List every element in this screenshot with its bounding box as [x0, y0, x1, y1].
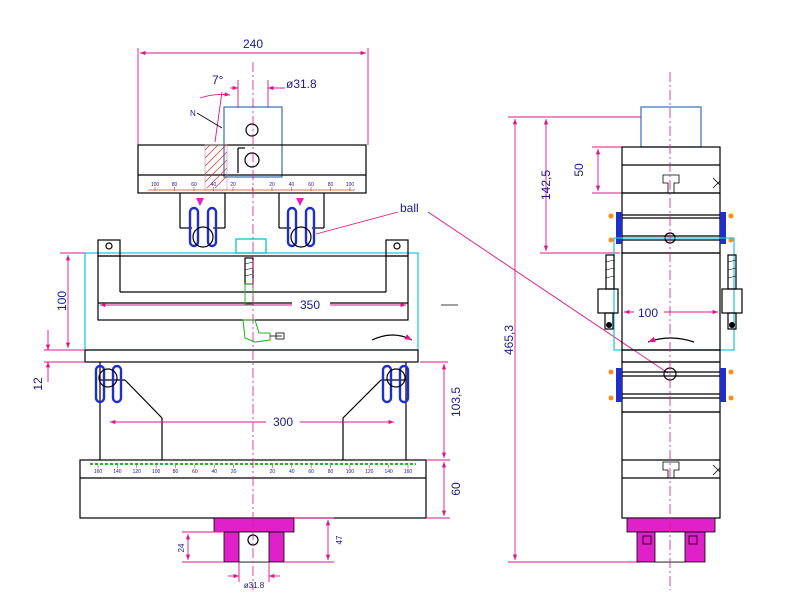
- displacement-gauge: [242, 257, 285, 343]
- dimension-top-diameter: ø31.8: [230, 77, 317, 108]
- dim-103-5-label: 103,5: [449, 387, 463, 417]
- normal-leader: [196, 112, 223, 129]
- side-specimen-outline: [613, 237, 735, 351]
- scale-label: 120: [365, 469, 374, 475]
- scale-label: 140: [384, 469, 393, 475]
- scale-label: 100: [346, 469, 355, 475]
- lower-plate: [84, 349, 419, 363]
- side-view: 465,3 142,5 50: [502, 72, 743, 590]
- dim-side-100-label: 100: [638, 306, 658, 320]
- dim-24-label: 24: [177, 543, 186, 552]
- scale-label: 40: [211, 469, 217, 475]
- dim-465-3-label: 465,3: [502, 325, 516, 355]
- dimension-60: 60: [426, 459, 463, 519]
- ball-label: ball: [400, 201, 419, 215]
- scale-label: 40: [211, 182, 217, 188]
- dimension-bottom-diameter: ø31.8: [228, 562, 280, 590]
- scale-label: 40: [289, 182, 295, 188]
- side-gauge-right: [721, 254, 743, 330]
- dimension-12: 12: [31, 330, 85, 391]
- scale-label: 80: [328, 469, 334, 475]
- side-upper-beam: [621, 146, 721, 194]
- beam-end-right: [385, 239, 409, 257]
- scale-label: 80: [173, 469, 179, 475]
- side-base: [621, 411, 721, 519]
- upper-pin-hole-2: [244, 152, 260, 168]
- rotation-arrow-front: [371, 334, 413, 341]
- dimension-103-5: 103,5: [420, 361, 463, 461]
- scale-label: 80: [172, 182, 178, 188]
- scale-label: 160: [404, 469, 413, 475]
- scale-label: 100: [346, 182, 355, 188]
- upper-markers: [608, 213, 734, 243]
- dimension-side-100: 100: [624, 306, 718, 320]
- side-loading-block: [640, 106, 702, 148]
- normal-label: N: [190, 109, 196, 118]
- scale-label: 20: [269, 182, 275, 188]
- side-upper-support: [621, 192, 721, 254]
- scale-label: 60: [191, 182, 197, 188]
- side-lower-support: [621, 361, 721, 413]
- scale-label: 120: [133, 469, 142, 475]
- lower-markers: [608, 369, 734, 401]
- upper-pin-hole: [245, 123, 259, 137]
- scale-label: 100: [152, 469, 161, 475]
- scale-label: 20: [270, 469, 276, 475]
- beam-end-left: [97, 239, 121, 257]
- rotation-arrow-side: [647, 336, 695, 343]
- dim-angle-label: 7°: [212, 73, 224, 87]
- scale-label: 60: [308, 182, 314, 188]
- dim-top-diameter-label: ø31.8: [286, 77, 317, 91]
- upper-roller-right: [278, 193, 325, 248]
- base-scale: 160 140 120 100 80 60 40 20 20 40 60 80 100 120 140 160: [94, 465, 413, 475]
- dimension-angle: 7°: [199, 73, 231, 143]
- dim-300-label: 300: [273, 415, 293, 429]
- scale-label: 100: [151, 182, 160, 188]
- dim-142-5-label: 142,5: [539, 170, 553, 200]
- side-specimen: [621, 252, 721, 351]
- dim-350-label: 350: [300, 298, 320, 312]
- dim-12-label: 12: [31, 377, 45, 391]
- dimension-47: 47: [284, 517, 344, 563]
- upper-beam: [137, 144, 367, 194]
- dim-240-label: 240: [243, 37, 263, 51]
- scale-label: 20: [230, 182, 236, 188]
- dimension-50: 50: [572, 146, 622, 194]
- lower-support-right: [342, 362, 410, 460]
- dimension-100: 100: [55, 252, 85, 351]
- center-contact: [235, 238, 267, 254]
- dimension-465-3: 465,3: [502, 116, 641, 563]
- scale-label: 40: [289, 469, 295, 475]
- dim-60-label: 60: [449, 482, 463, 496]
- dimension-24: 24: [177, 531, 224, 563]
- dim-47-label: 47: [335, 535, 344, 544]
- dim-bottom-diameter-label: ø31.8: [244, 581, 265, 590]
- scale-label: 20: [231, 469, 237, 475]
- scale-label: 60: [308, 469, 314, 475]
- side-gauge-left: [597, 254, 619, 330]
- dim-100-label: 100: [55, 291, 69, 311]
- scale-label: 60: [192, 469, 198, 475]
- dimension-300: 300: [110, 415, 394, 429]
- side-lower-fixture: [626, 517, 716, 563]
- upper-roller-left: [179, 193, 226, 248]
- scale-label: 140: [113, 469, 122, 475]
- dim-50-label: 50: [572, 163, 586, 177]
- scale-label: 160: [94, 469, 103, 475]
- ball-leader-left: [315, 211, 399, 235]
- dimension-240: 240: [137, 37, 369, 145]
- lower-fixture: [213, 517, 295, 563]
- ball-leader-right: [427, 211, 669, 374]
- dimension-142-5: 142,5: [539, 116, 641, 254]
- specimen-outline: [84, 252, 419, 351]
- scale-label: 80: [328, 182, 334, 188]
- lower-support-left: [94, 362, 163, 460]
- front-view: 240 ø31.8 7° N: [31, 37, 669, 590]
